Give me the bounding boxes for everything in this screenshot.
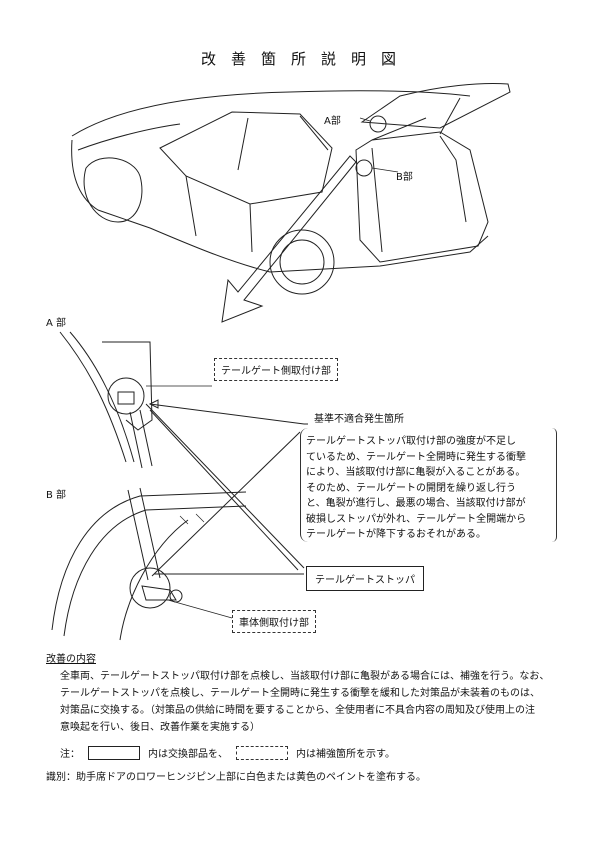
description-line: ているため、テールゲート全開時に発生する衝撃: [306, 451, 526, 463]
description-line: そのため、テールゲートの開閉を繰り返し行う: [306, 482, 516, 494]
detail-a-drawing: [59, 331, 212, 469]
description-line: により、当該取付け部に亀裂が入ることがある。: [306, 467, 526, 478]
description-bracket-left: [300, 428, 557, 542]
identification-note: 識別：助手席ドアのロワーヒンジピン上部に白色または黄色のペイントを塗布する。: [46, 772, 426, 783]
stopper-callout: テールゲートストッパ: [306, 566, 424, 591]
improvement-line: 意喚起を行い、後日、改善作業を実施する）: [60, 722, 260, 733]
description-line: と、亀裂が進行し、最悪の場合、当該取付け部が: [306, 498, 526, 509]
legend: 注： 内は交換部品を、 内は補強箇所を示す。: [60, 745, 395, 760]
description-line: テールゲートが降下するおそれがある。: [306, 529, 486, 540]
legend-solid-swatch: [88, 745, 140, 760]
body-mount-callout: 車体側取付け部: [232, 610, 316, 633]
description-line: 破損しストッパが外れ、テールゲート全開端から: [306, 513, 527, 525]
improvement-line: 対策品に交換する。（対策品の供給に時間を要することから、全使用者に不具合内容の周…: [60, 705, 535, 716]
page-title: 改善箇所説明図: [200, 50, 411, 68]
description-bracket-right: [552, 428, 557, 542]
legend-dotted-text: 内は補強箇所を示す。: [296, 749, 395, 760]
part-b-detail-label: B 部: [46, 490, 67, 501]
leader-lines: [145, 399, 308, 577]
legend-solid-text: 内は交換部品を、: [148, 749, 228, 760]
description-text: テールゲートストッパ取付け部の強度が不足し ているため、テールゲート全開時に発生…: [306, 434, 558, 543]
improvement-line: テールゲートストッパを点検し、テールゲート全開時に発生する衝撃を緩和した対策品が…: [60, 688, 540, 699]
legend-prefix: 注：: [60, 749, 80, 760]
nonconformity-label: 基準不適合発生箇所: [314, 414, 404, 425]
tailgate-mount-callout: テールゲート側取付け部: [214, 358, 338, 381]
part-a-overview-label: A部: [324, 116, 341, 127]
improvement-body: 全車両、テールゲートストッパ取付け部を点検し、当該取付け部に亀裂がある場合には、…: [60, 668, 549, 736]
improvement-heading: 改善の内容: [46, 654, 96, 665]
legend-dotted-swatch: [236, 745, 288, 760]
part-b-overview-label: B部: [396, 172, 413, 183]
part-a-detail-label: A 部: [46, 318, 67, 329]
improvement-line: 全車両、テールゲートストッパ取付け部を点検し、当該取付け部に亀裂がある場合には、…: [60, 671, 550, 682]
car-overview-drawing: [71, 83, 511, 295]
detail-b-drawing: [51, 487, 247, 641]
pointer-arrow: [221, 155, 357, 323]
description-line: テールゲートストッパ取付け部の強度が不足し: [306, 436, 516, 447]
